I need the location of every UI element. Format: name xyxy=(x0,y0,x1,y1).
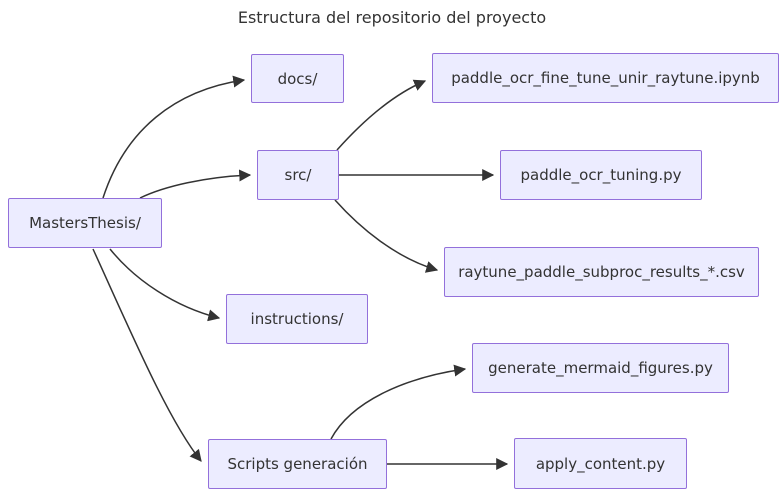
diagram-title: Estructura del repositorio del proyecto xyxy=(237,8,547,27)
node-apply-content-py: apply_content.py xyxy=(514,438,687,489)
node-scripts-generacion: Scripts generación xyxy=(208,439,387,489)
node-paddle-ocr-tuning-py: paddle_ocr_tuning.py xyxy=(500,150,702,200)
node-raytune-results-csv: raytune_paddle_subproc_results_*.csv xyxy=(444,247,759,297)
node-docs: docs/ xyxy=(251,54,344,103)
edge-src-ipynb xyxy=(336,79,427,151)
edge-root-docs xyxy=(102,75,246,199)
edge-root-scripts xyxy=(92,248,202,462)
edge-scripts-generate xyxy=(330,364,467,440)
node-paddle-ocr-fine-tune-ipynb: paddle_ocr_fine_tune_unir_raytune.ipynb xyxy=(432,53,779,103)
node-src: src/ xyxy=(257,150,339,200)
node-mastersthesis: MastersThesis/ xyxy=(8,198,162,248)
edge-src-csv xyxy=(334,199,439,273)
edge-root-src xyxy=(139,169,252,199)
node-instructions: instructions/ xyxy=(226,294,368,344)
node-generate-mermaid-figures-py: generate_mermaid_figures.py xyxy=(472,343,729,393)
edge-root-instructions xyxy=(109,248,221,322)
